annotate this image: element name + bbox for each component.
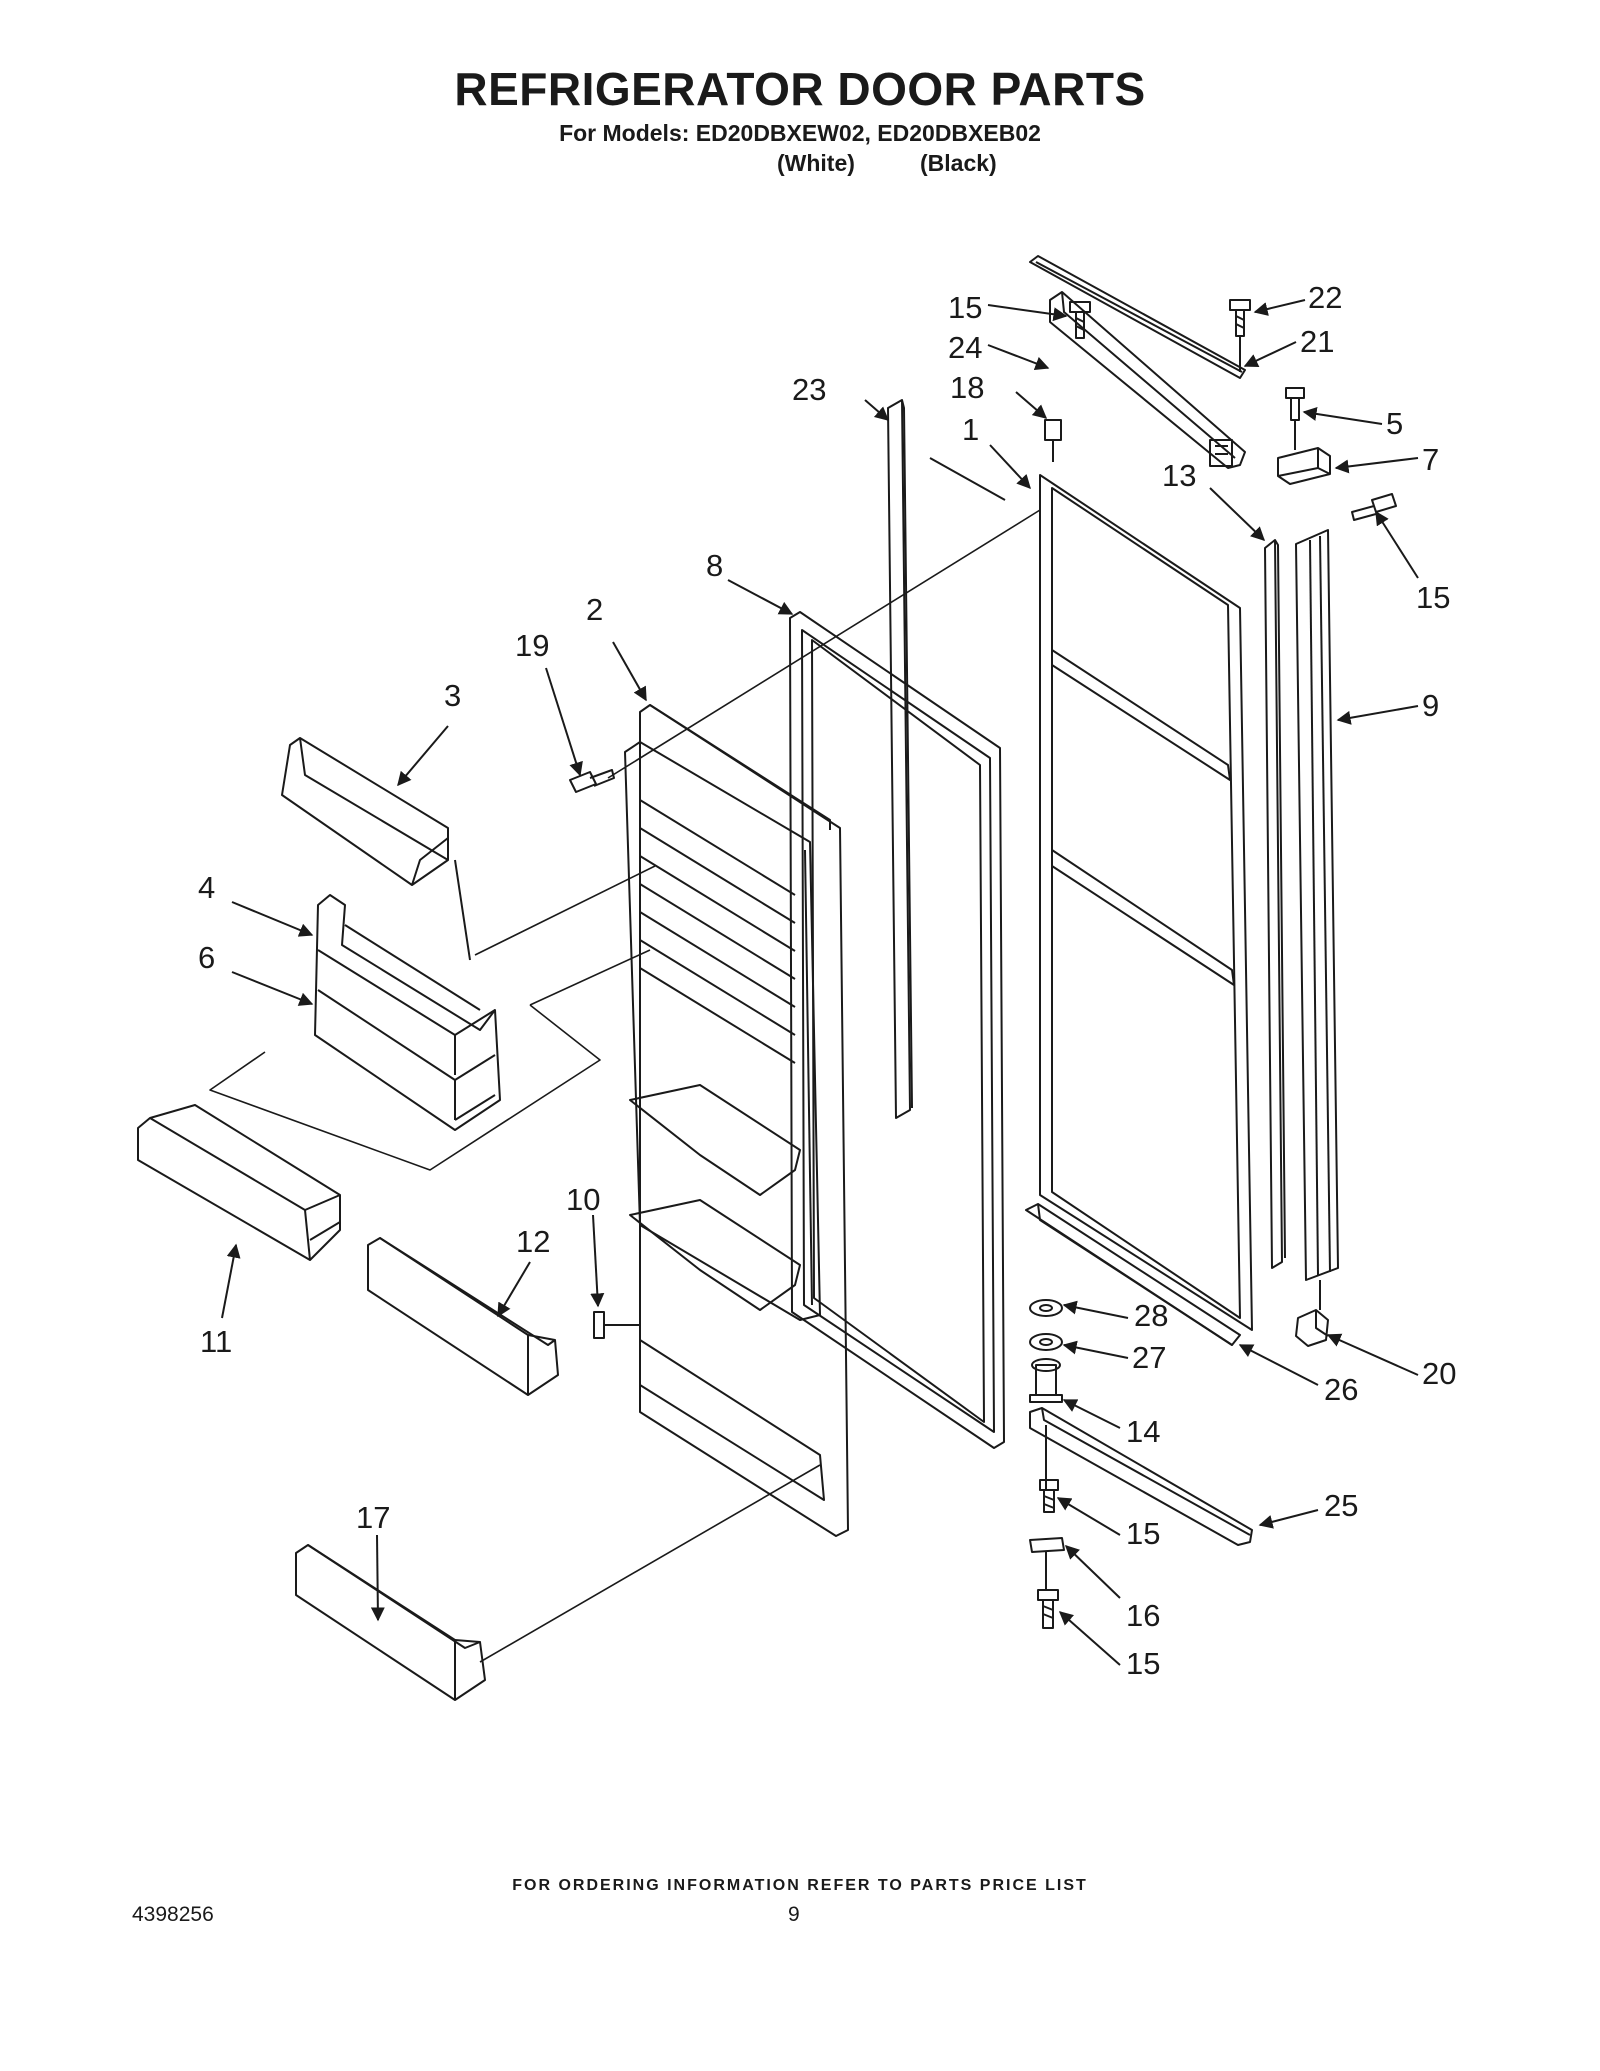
inner-door-liner xyxy=(624,704,849,1537)
callout-26: 26 xyxy=(1324,1372,1358,1407)
bottom-trim-strip xyxy=(1025,1203,1241,1346)
top-door-cap xyxy=(1049,291,1246,469)
hinge-pin xyxy=(1029,1358,1063,1403)
callout-25: 25 xyxy=(1324,1488,1358,1523)
callout-16: 16 xyxy=(1126,1598,1160,1633)
callout-4: 4 xyxy=(198,870,215,905)
top-trim-strip xyxy=(1029,255,1246,379)
callout-5: 5 xyxy=(1386,406,1403,441)
callout-2: 2 xyxy=(586,592,603,627)
hinge-washer xyxy=(1029,1299,1063,1317)
door-edge-strip xyxy=(1264,539,1286,1269)
screw-icon xyxy=(1285,387,1305,450)
callout-15: 15 xyxy=(1126,1516,1160,1551)
hinge-bracket xyxy=(1277,447,1331,485)
callout-21: 21 xyxy=(1300,324,1334,359)
callout-15: 15 xyxy=(1416,580,1450,615)
screw-icon xyxy=(1351,493,1397,521)
screw-icon xyxy=(1037,1589,1059,1629)
callout-10: 10 xyxy=(566,1182,600,1217)
door-bin-large xyxy=(137,1104,341,1261)
callout-1: 1 xyxy=(962,412,979,447)
callout-6: 6 xyxy=(198,940,215,975)
callout-14: 14 xyxy=(1126,1414,1160,1449)
door-side-trim xyxy=(1295,529,1339,1310)
door-gasket xyxy=(789,611,1005,1449)
ordering-note: FOR ORDERING INFORMATION REFER TO PARTS … xyxy=(512,1877,1088,1894)
callout-23: 23 xyxy=(792,372,826,407)
callout-12: 12 xyxy=(516,1224,550,1259)
screw-icon xyxy=(1069,301,1091,339)
callout-27: 27 xyxy=(1132,1340,1166,1375)
dairy-bin xyxy=(314,894,501,1131)
callout-22: 22 xyxy=(1308,280,1342,315)
document-number: 4398256 xyxy=(132,1903,214,1926)
screw-icon xyxy=(1229,299,1251,372)
callout-8: 8 xyxy=(706,548,723,583)
callout-7: 7 xyxy=(1422,442,1439,477)
models-line: For Models: ED20DBXEW02, ED20DBXEB02 xyxy=(559,120,1041,146)
callout-28: 28 xyxy=(1134,1298,1168,1333)
callout-15: 15 xyxy=(1126,1646,1160,1681)
dairy-compartment-cover xyxy=(281,737,471,961)
variant-white-label: (White) xyxy=(777,150,855,176)
callout-19: 19 xyxy=(515,628,549,663)
door-handle-trim xyxy=(887,399,1006,1119)
screw-icon xyxy=(1039,1479,1059,1513)
door-clip xyxy=(593,1270,641,1339)
door-bin-bottom xyxy=(295,1544,486,1701)
callout-20: 20 xyxy=(1422,1356,1456,1391)
callout-17: 17 xyxy=(356,1500,390,1535)
hinge-shim xyxy=(1029,1537,1065,1590)
callout-24: 24 xyxy=(948,330,982,365)
hinge-pin-plug xyxy=(1044,419,1062,462)
variant-black-label: (Black) xyxy=(920,150,997,176)
callout-13: 13 xyxy=(1162,458,1196,493)
outer-door-panel xyxy=(1039,474,1253,1331)
page-title: REFRIGERATOR DOOR PARTS xyxy=(454,63,1146,115)
callout-3: 3 xyxy=(444,678,461,713)
screw-icon xyxy=(569,769,615,793)
door-stop-bracket xyxy=(1295,1309,1329,1347)
callout-15: 15 xyxy=(948,290,982,325)
callout-11: 11 xyxy=(200,1324,232,1359)
door-bin-small xyxy=(367,1237,559,1396)
hinge-washer xyxy=(1029,1333,1063,1351)
callout-18: 18 xyxy=(950,370,984,405)
callout-9: 9 xyxy=(1422,688,1439,723)
page-number: 9 xyxy=(788,1903,800,1926)
